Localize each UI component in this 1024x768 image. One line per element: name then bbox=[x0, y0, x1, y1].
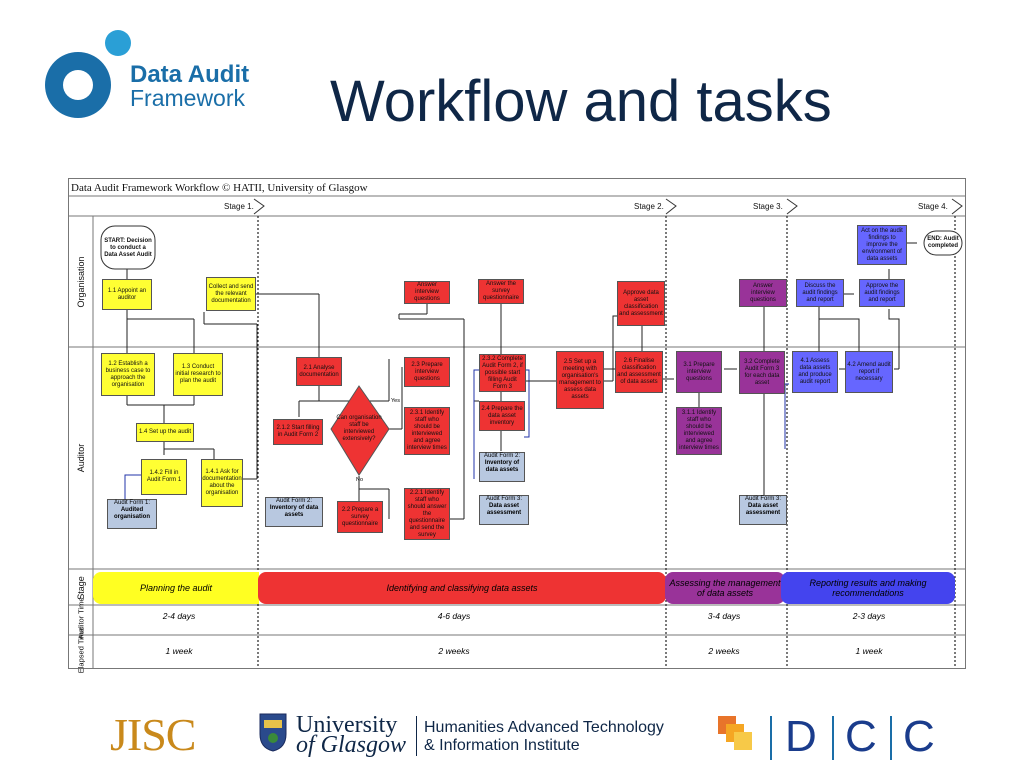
box-decision: Can organisation staff be interviewed ex… bbox=[336, 415, 382, 442]
lane-elapsed-time: Elapsed Time bbox=[76, 627, 86, 674]
box-approve-classification: Approve data asset classification and as… bbox=[617, 281, 665, 326]
doc-audit-form-2b: Audit Form 2: Inventory of data assets bbox=[479, 452, 525, 482]
phase-reporting: Reporting results and making recommendat… bbox=[781, 572, 955, 604]
box-2-1-2: 2.1.2 Start filling in Audit Form 2 bbox=[273, 419, 323, 445]
doc-audit-form-1: Audit Form 1: Audited organisation bbox=[107, 499, 157, 529]
auditor-time-3: 3-4 days bbox=[689, 611, 759, 621]
box-2-2: 2.2 Prepare a survey questionnaire bbox=[337, 501, 383, 533]
stage-3-label: Stage 3. bbox=[753, 202, 783, 211]
elapsed-time-4: 1 week bbox=[829, 646, 909, 656]
footer-divider bbox=[416, 716, 417, 756]
phase-identifying: Identifying and classifying data assets bbox=[258, 572, 666, 604]
box-2-6: 2.6 Finalise classification and assessme… bbox=[615, 351, 663, 393]
logo-circles-icon bbox=[45, 30, 131, 118]
box-2-3-2: 2.3.2 Complete Audit Form 2, if possible… bbox=[479, 354, 526, 392]
stage-4-label: Stage 4. bbox=[918, 202, 948, 211]
phase-assessing: Assessing the management of data assets bbox=[665, 572, 785, 604]
box-2-3: 2.3 Prepare interview questions bbox=[404, 357, 450, 387]
box-2-5: 2.5 Set up a meeting with organisation's… bbox=[556, 351, 604, 409]
box-1-4-1: 1.4.1 Ask for documentation about the or… bbox=[201, 459, 243, 507]
glasgow-crest-icon bbox=[259, 713, 287, 752]
box-1-1: 1.1 Appoint an auditor bbox=[102, 279, 152, 310]
box-1-3: 1.3 Conduct initial research to plan the… bbox=[173, 353, 223, 396]
phase-planning: Planning the audit bbox=[93, 572, 259, 604]
box-act: Act on the audit findings to improve the… bbox=[857, 225, 907, 265]
auditor-time-4: 2-3 days bbox=[829, 611, 909, 621]
hatii-line1: Humanities Advanced Technology bbox=[424, 719, 664, 736]
logo-line1: Data Audit bbox=[130, 61, 250, 88]
box-2-4: 2.4 Prepare the data asset inventory bbox=[479, 401, 525, 431]
box-2-2-1: 2.2.1 Identify staff who should answer t… bbox=[404, 488, 450, 540]
box-4-2: 4.2 Amend audit report if necessary bbox=[845, 351, 893, 393]
box-answer-interview-3: Answer interview questions bbox=[739, 279, 787, 307]
workflow-header: Data Audit Framework Workflow © HATII, U… bbox=[71, 182, 368, 194]
doc-audit-form-3a: Audit Form 3: Data asset assessment bbox=[479, 495, 529, 525]
box-1-2: 1.2 Establish a business case to approac… bbox=[101, 353, 155, 396]
decision-diamond bbox=[330, 385, 390, 476]
dcc-divider-3 bbox=[890, 716, 892, 760]
box-collect: Collect and send the relevant documentat… bbox=[206, 277, 256, 311]
doc-audit-form-3b: Audit Form 3: Data asset assessment bbox=[739, 495, 787, 525]
dcc-letter-d: D bbox=[785, 712, 817, 761]
lane-auditor: Auditor bbox=[76, 443, 86, 473]
label-yes: Yes bbox=[391, 398, 400, 404]
box-answer-interview-1: Answer interview questions bbox=[404, 281, 450, 304]
box-3-1: 3.1 Prepare interview questions bbox=[676, 351, 722, 393]
elapsed-time-1: 1 week bbox=[139, 646, 219, 656]
box-end: END: Audit completed bbox=[927, 236, 959, 249]
stage-2-label: Stage 2. bbox=[634, 202, 664, 211]
box-2-3-1: 2.3.1 Identify staff who should be inter… bbox=[404, 407, 450, 455]
logo-line2: Framework bbox=[130, 85, 246, 111]
logo: Data Audit Framework bbox=[30, 25, 280, 125]
label-no: No bbox=[356, 477, 364, 483]
elapsed-time-3: 2 weeks bbox=[689, 646, 759, 656]
box-approve-findings: Approve the audit findings and report bbox=[859, 279, 905, 307]
dcc-letter-c1: C bbox=[845, 712, 877, 761]
slide-title: Workflow and tasks bbox=[330, 69, 832, 134]
dcc-divider-1 bbox=[770, 716, 772, 760]
box-start: START: Decision to conduct a Data Asset … bbox=[104, 237, 152, 258]
lane-organisation: Organisation bbox=[76, 256, 86, 308]
hatii-line2: & Information Institute bbox=[424, 737, 580, 754]
dcc-letter-c2: C bbox=[903, 712, 935, 761]
glasgow-university-line2: of Glasgow bbox=[296, 732, 407, 758]
jisc-logo: JISC bbox=[110, 709, 196, 760]
dcc-squares-icon bbox=[718, 716, 752, 750]
box-3-1-1: 3.1.1 Identify staff who should be inter… bbox=[676, 407, 722, 455]
box-1-4-2: 1.4.2 Fill in Audit Form 1 bbox=[141, 459, 187, 495]
dcc-divider-2 bbox=[832, 716, 834, 760]
box-discuss: Discuss the audit findings and report bbox=[796, 279, 844, 307]
box-4-1: 4.1 Assess data assets and produce audit… bbox=[792, 351, 838, 393]
box-2-1: 2.1 Analyse documentation bbox=[296, 357, 342, 386]
box-answer-survey: Answer the survey questionnaire bbox=[478, 279, 524, 304]
auditor-time-1: 2-4 days bbox=[139, 611, 219, 621]
doc-audit-form-2a: Audit Form 2: Inventory of data assets bbox=[265, 497, 323, 527]
stage-1-label: Stage 1. bbox=[224, 202, 254, 211]
box-1-4: 1.4 Set up the audit bbox=[136, 423, 194, 442]
auditor-time-2: 4-6 days bbox=[409, 611, 499, 621]
glasgow-university-line1: University bbox=[296, 712, 398, 738]
elapsed-time-2: 2 weeks bbox=[409, 646, 499, 656]
workflow-diagram: Data Audit Framework Workflow © HATII, U… bbox=[68, 178, 966, 673]
box-3-2: 3.2 Complete Audit Form 3 for each data … bbox=[739, 351, 785, 394]
